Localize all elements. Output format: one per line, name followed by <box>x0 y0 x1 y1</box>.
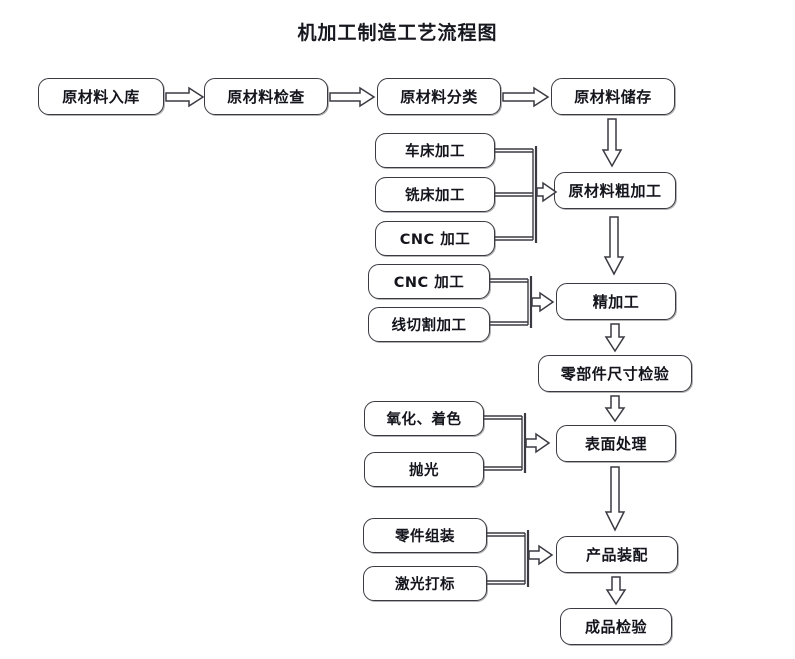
node-laser-marking[interactable]: 激光打标 <box>363 566 487 601</box>
merge-connector-finish-machining <box>490 271 550 341</box>
arrow-merge-to-product-assembly <box>528 544 554 566</box>
arrow-inspection-to-surface <box>604 395 626 423</box>
node-raw-material-rough-machining[interactable]: 原材料粗加工 <box>554 172 676 209</box>
node-raw-material-inbound[interactable]: 原材料入库 <box>38 78 164 115</box>
merge-connector-surface-treatment <box>484 408 544 486</box>
page-title: 机加工制造工艺流程图 <box>297 22 498 44</box>
node-polishing[interactable]: 抛光 <box>364 452 484 487</box>
node-cnc-machining-finish[interactable]: CNC 加工 <box>368 264 490 299</box>
node-product-assembly[interactable]: 产品装配 <box>556 536 678 573</box>
arrow-inspect-to-classify <box>329 86 376 108</box>
node-part-assembly[interactable]: 零件组装 <box>363 518 487 553</box>
node-final-product-inspection[interactable]: 成品检验 <box>560 608 672 645</box>
node-raw-material-storage[interactable]: 原材料储存 <box>551 78 675 115</box>
node-finish-machining[interactable]: 精加工 <box>556 283 676 320</box>
merge-connector-rough-machining <box>495 140 555 252</box>
node-lathe-machining[interactable]: 车床加工 <box>375 133 495 168</box>
node-milling-machining[interactable]: 铣床加工 <box>375 177 495 212</box>
node-part-dimension-inspection[interactable]: 零部件尺寸检验 <box>538 355 692 392</box>
arrow-merge-to-finish-machining <box>531 291 555 313</box>
arrow-finish-to-dimension-inspection <box>604 323 626 353</box>
node-cnc-machining-rough[interactable]: CNC 加工 <box>375 221 495 256</box>
arrow-classify-to-storage <box>502 86 550 108</box>
arrow-assembly-to-final-inspection <box>605 576 627 606</box>
node-surface-treatment[interactable]: 表面处理 <box>556 425 676 462</box>
node-anodizing-coloring[interactable]: 氧化、着色 <box>364 401 484 436</box>
node-raw-material-classify[interactable]: 原材料分类 <box>377 78 501 115</box>
arrow-storage-to-rough <box>601 118 623 168</box>
arrow-rough-to-finish <box>603 216 625 276</box>
node-wire-edm-machining[interactable]: 线切割加工 <box>368 307 490 342</box>
arrow-merge-to-rough-machining <box>536 181 558 203</box>
merge-connector-product-assembly <box>487 525 547 600</box>
node-raw-material-inspect[interactable]: 原材料检查 <box>204 78 328 115</box>
arrow-surface-to-product-assembly <box>604 466 626 532</box>
arrow-inbound-to-inspect <box>165 86 205 108</box>
arrow-merge-to-surface-treatment <box>525 432 551 454</box>
